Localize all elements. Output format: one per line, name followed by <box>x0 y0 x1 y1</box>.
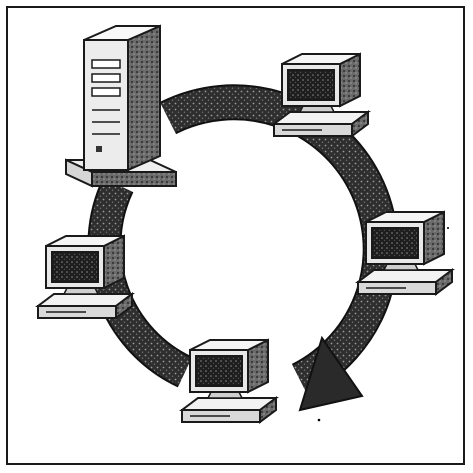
ring-arrow <box>87 84 399 412</box>
workstation-left <box>37 235 133 319</box>
workstation-bottom <box>181 339 277 423</box>
workstation-right <box>357 211 453 295</box>
server-tower-icon <box>65 24 177 188</box>
workstation-top-right <box>273 53 369 137</box>
arrowhead-icon <box>298 335 364 412</box>
